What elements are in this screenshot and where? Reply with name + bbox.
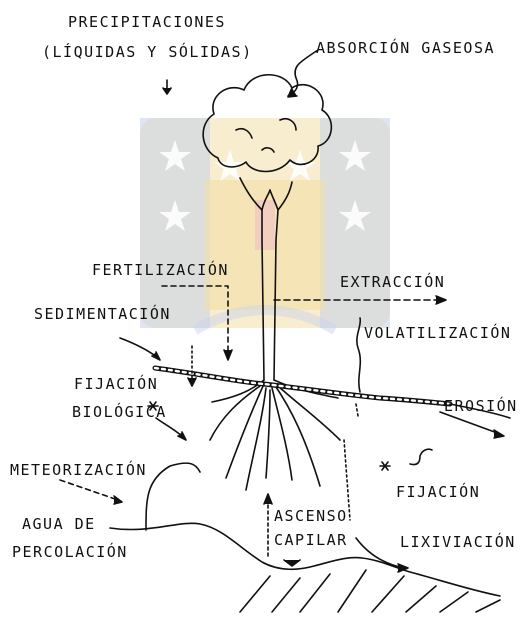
sedimentation-arrow [120, 338, 158, 358]
tree-canopy [203, 75, 331, 172]
label-meteorizacion: METEORIZACIÓN [10, 462, 147, 478]
label-ascenso: ASCENSO [274, 508, 348, 524]
label-agua-de: AGUA DE [22, 516, 96, 532]
label-percolacion: PERCOLACIÓN [12, 544, 128, 560]
tree-roots [210, 380, 340, 490]
label-fertilizacion: FERTILIZACIÓN [92, 262, 229, 278]
label-fijacion-biologica-1: FIJACIÓN [74, 376, 158, 392]
leaching-arrow [356, 538, 404, 568]
label-sedimentacion: SEDIMENTACIÓN [34, 306, 171, 322]
tree-trunk [262, 210, 278, 380]
label-fijacion-biologica-2: BIOLÓGICA [72, 404, 167, 420]
label-volatilizacion: VOLATILIZACIÓN [364, 325, 511, 341]
bedrock-hatching [240, 570, 500, 612]
label-erosion: EROSIÓN [444, 398, 518, 414]
label-fijacion: FIJACIÓN [396, 484, 480, 500]
label-precipitaciones: PRECIPITACIONES [68, 14, 226, 30]
volatilization-line [357, 318, 360, 392]
label-precipitaciones-type: (LÍQUIDAS Y SÓLIDAS) [42, 44, 253, 60]
fixation-arrow [410, 449, 432, 464]
label-lixiviacion: LIXIVIACIÓN [400, 534, 516, 550]
label-absorcion-gaseosa: ABSORCIÓN GASEOSA [316, 40, 495, 56]
label-capilar: CAPILAR [274, 532, 348, 548]
label-extraccion: EXTRACCIÓN [340, 274, 445, 290]
erosion-arrow [440, 412, 500, 434]
percolation-arrow [146, 463, 200, 530]
fertilization-arrow [162, 286, 228, 356]
